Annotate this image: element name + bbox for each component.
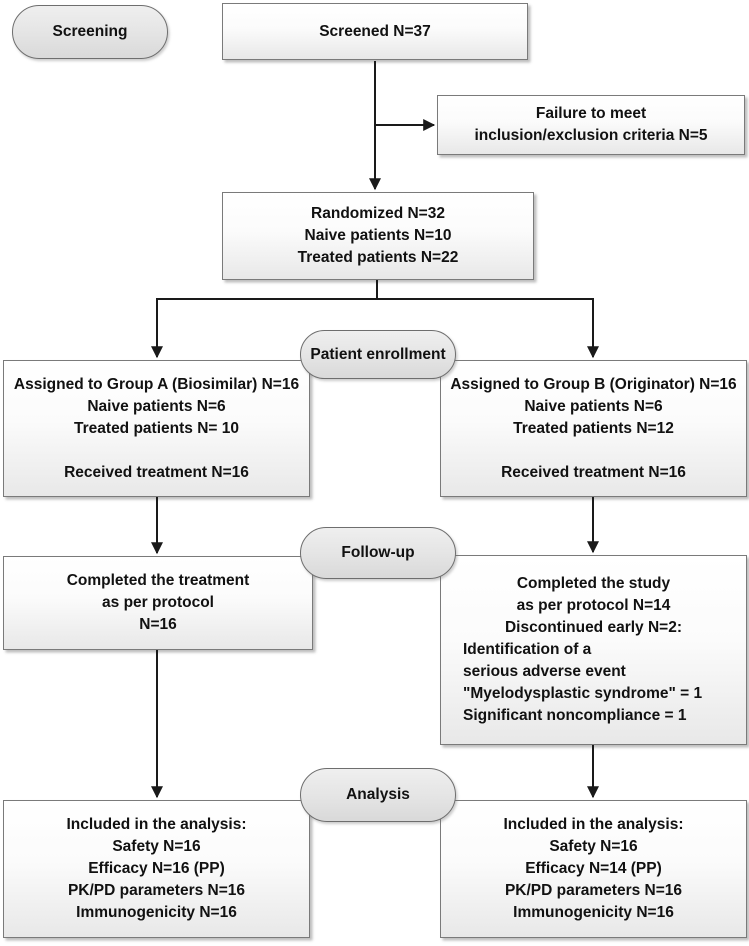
box-line: Received treatment N=16: [64, 463, 249, 481]
box-line: N=16: [139, 616, 177, 633]
box-line: Completed the treatment: [66, 572, 250, 589]
box-analysis-group-a: Included in the analysis: Safety N=16 Ef…: [3, 800, 310, 938]
stage-oval-patient-enrollment: Patient enrollment: [300, 330, 456, 379]
blank-line: [441, 440, 746, 462]
stage-label: Follow-up: [341, 544, 415, 561]
box-line: Safety N=16: [549, 838, 638, 855]
box-line: Randomized N=32: [311, 205, 445, 222]
stage-oval-follow-up: Follow-up: [300, 527, 456, 579]
box-line: Treated patients N=12: [513, 419, 674, 437]
box-line: Immunogenicity N=16: [513, 904, 674, 921]
box-screened: Screened N=37: [222, 3, 528, 60]
box-line: PK/PD parameters N=16: [67, 882, 246, 899]
blank-line: [4, 440, 309, 462]
box-line: Naive patients N=6: [524, 397, 663, 415]
box-line: Completed the study: [516, 575, 671, 592]
box-line: Naive patients N=6: [87, 397, 226, 415]
box-followup-group-a: Completed the treatment as per protocol …: [3, 556, 313, 650]
stage-label: Analysis: [346, 786, 410, 803]
box-group-b-originator: Assigned to Group B (Originator) N=16 Na…: [440, 360, 747, 497]
box-line: PK/PD parameters N=16: [504, 882, 683, 899]
box-line: Efficacy N=14 (PP): [525, 860, 662, 877]
stage-label: Patient enrollment: [310, 345, 446, 363]
box-line: inclusion/exclusion criteria N=5: [474, 127, 708, 144]
box-line: Assigned to Group B (Originator) N=16: [450, 375, 737, 393]
box-line: Treated patients N= 10: [74, 419, 239, 437]
box-line: as per protocol: [102, 594, 214, 611]
box-analysis-group-b: Included in the analysis: Safety N=16 Ef…: [440, 800, 747, 938]
box-line: Safety N=16: [112, 838, 201, 855]
box-line: Immunogenicity N=16: [76, 904, 237, 921]
box-failure-exclusion: Failure to meet inclusion/exclusion crit…: [437, 95, 745, 155]
box-followup-group-b: Completed the study as per protocol N=14…: [440, 555, 747, 745]
box-line: serious adverse event: [463, 663, 626, 680]
box-line: Included in the analysis:: [503, 816, 684, 833]
box-line: Naive patients N=10: [304, 227, 452, 244]
box-group-a-biosimilar: Assigned to Group A (Biosimilar) N=16 Na…: [3, 360, 310, 497]
box-line: Included in the analysis:: [66, 816, 247, 833]
box-randomized: Randomized N=32 Naive patients N=10 Trea…: [222, 192, 534, 280]
box-line: Identification of a: [463, 641, 592, 658]
stage-oval-screening: Screening: [12, 5, 168, 59]
box-line: Treated patients N=22: [297, 249, 459, 266]
stage-oval-analysis: Analysis: [300, 768, 456, 822]
box-line: Significant noncompliance = 1: [463, 707, 687, 724]
stage-label: Screening: [52, 23, 128, 40]
box-line: Efficacy N=16 (PP): [88, 860, 225, 877]
box-line: Screened N=37: [319, 22, 431, 40]
box-line: Assigned to Group A (Biosimilar) N=16: [13, 375, 300, 393]
box-line: Discontinued early N=2:: [504, 619, 682, 636]
box-line: Received treatment N=16: [501, 463, 686, 481]
box-line: as per protocol N=14: [516, 597, 671, 614]
box-line: Failure to meet: [535, 105, 647, 122]
box-line: "Myelodysplastic syndrome" = 1: [463, 685, 703, 702]
